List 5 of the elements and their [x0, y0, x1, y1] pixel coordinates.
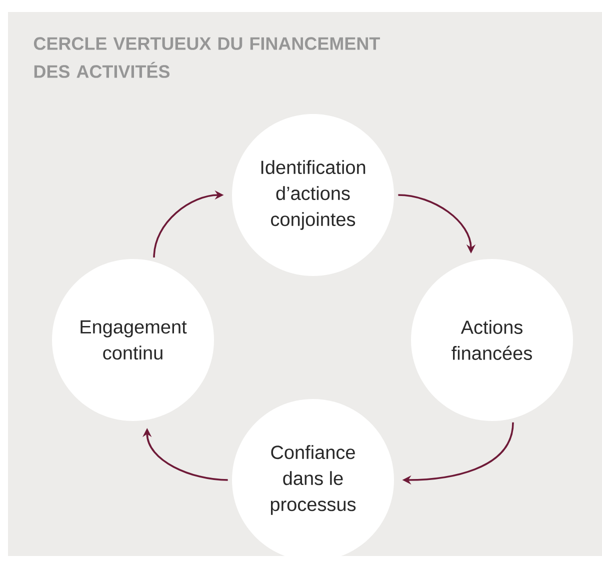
circle-node: Engagement continu [52, 259, 214, 421]
circle-node: Actions financées [411, 259, 573, 421]
title: CERCLE VERTUEUX DU FINANCEMENT DES ACTIVITÉS [34, 37, 380, 78]
circle-node: Confiance dans le processus [232, 399, 394, 561]
circle-node: Identification d’actions conjointes [232, 114, 394, 276]
